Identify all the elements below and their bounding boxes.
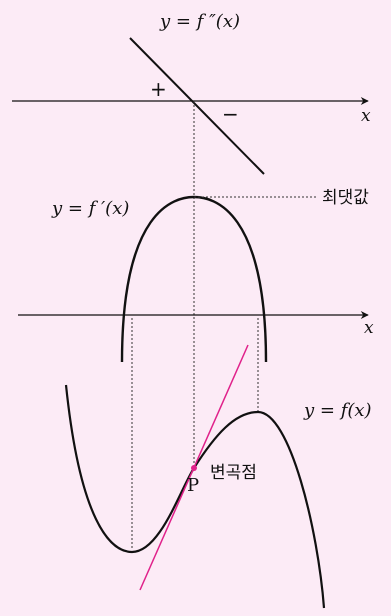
function-curve bbox=[64, 384, 326, 609]
inflection-point-label: 변곡점 bbox=[210, 463, 257, 483]
inflection-point-marker bbox=[191, 465, 197, 471]
maximum-value-label: 최댓값 bbox=[322, 188, 369, 208]
plus-sign: + bbox=[150, 77, 167, 101]
x-axis-middle-label: x bbox=[364, 318, 374, 338]
second-derivative-label: y = f ″(x) bbox=[159, 11, 240, 32]
minus-sign: − bbox=[222, 102, 239, 126]
second-derivative-line bbox=[129, 37, 265, 175]
point-label: P bbox=[187, 475, 199, 496]
first-derivative-label: y = f ′(x) bbox=[51, 198, 129, 219]
x-axis-top-label: x bbox=[361, 106, 371, 126]
function-label: y = f(x) bbox=[303, 400, 372, 421]
